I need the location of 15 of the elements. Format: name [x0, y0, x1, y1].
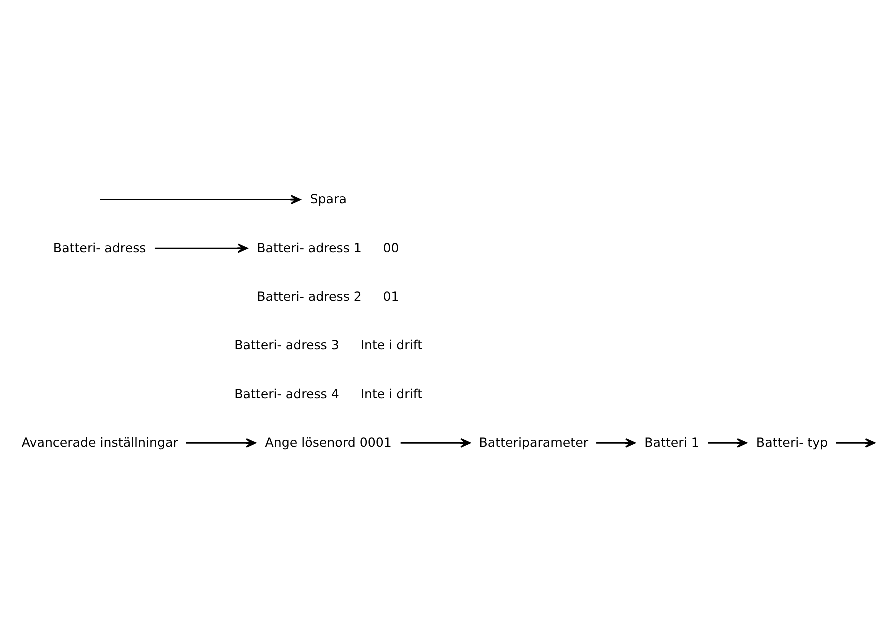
node-text: Batteri- adress 2 — [257, 288, 362, 304]
node-text: Batteri 1 — [644, 434, 700, 450]
node-text: Batteriparameter — [479, 434, 589, 450]
node-label: 01 — [383, 288, 400, 304]
node-text: Avancerade inställningar — [22, 434, 178, 450]
node-text: Batteri- adress 1 — [257, 240, 362, 256]
node-label: Inte i drift — [360, 386, 423, 402]
node-text: Spara — [310, 192, 347, 207]
node-text: Batteri- adress — [53, 240, 146, 256]
node-text: Batteri- adress 3 — [234, 338, 340, 353]
node-text: Batteri- adress 4 — [234, 386, 340, 402]
node-label: Inte i drift — [360, 338, 423, 353]
node-text: Ange lösenord 0001 — [265, 434, 392, 450]
node-text: Batteri- typ — [756, 434, 828, 450]
node-label: 00 — [383, 240, 400, 256]
